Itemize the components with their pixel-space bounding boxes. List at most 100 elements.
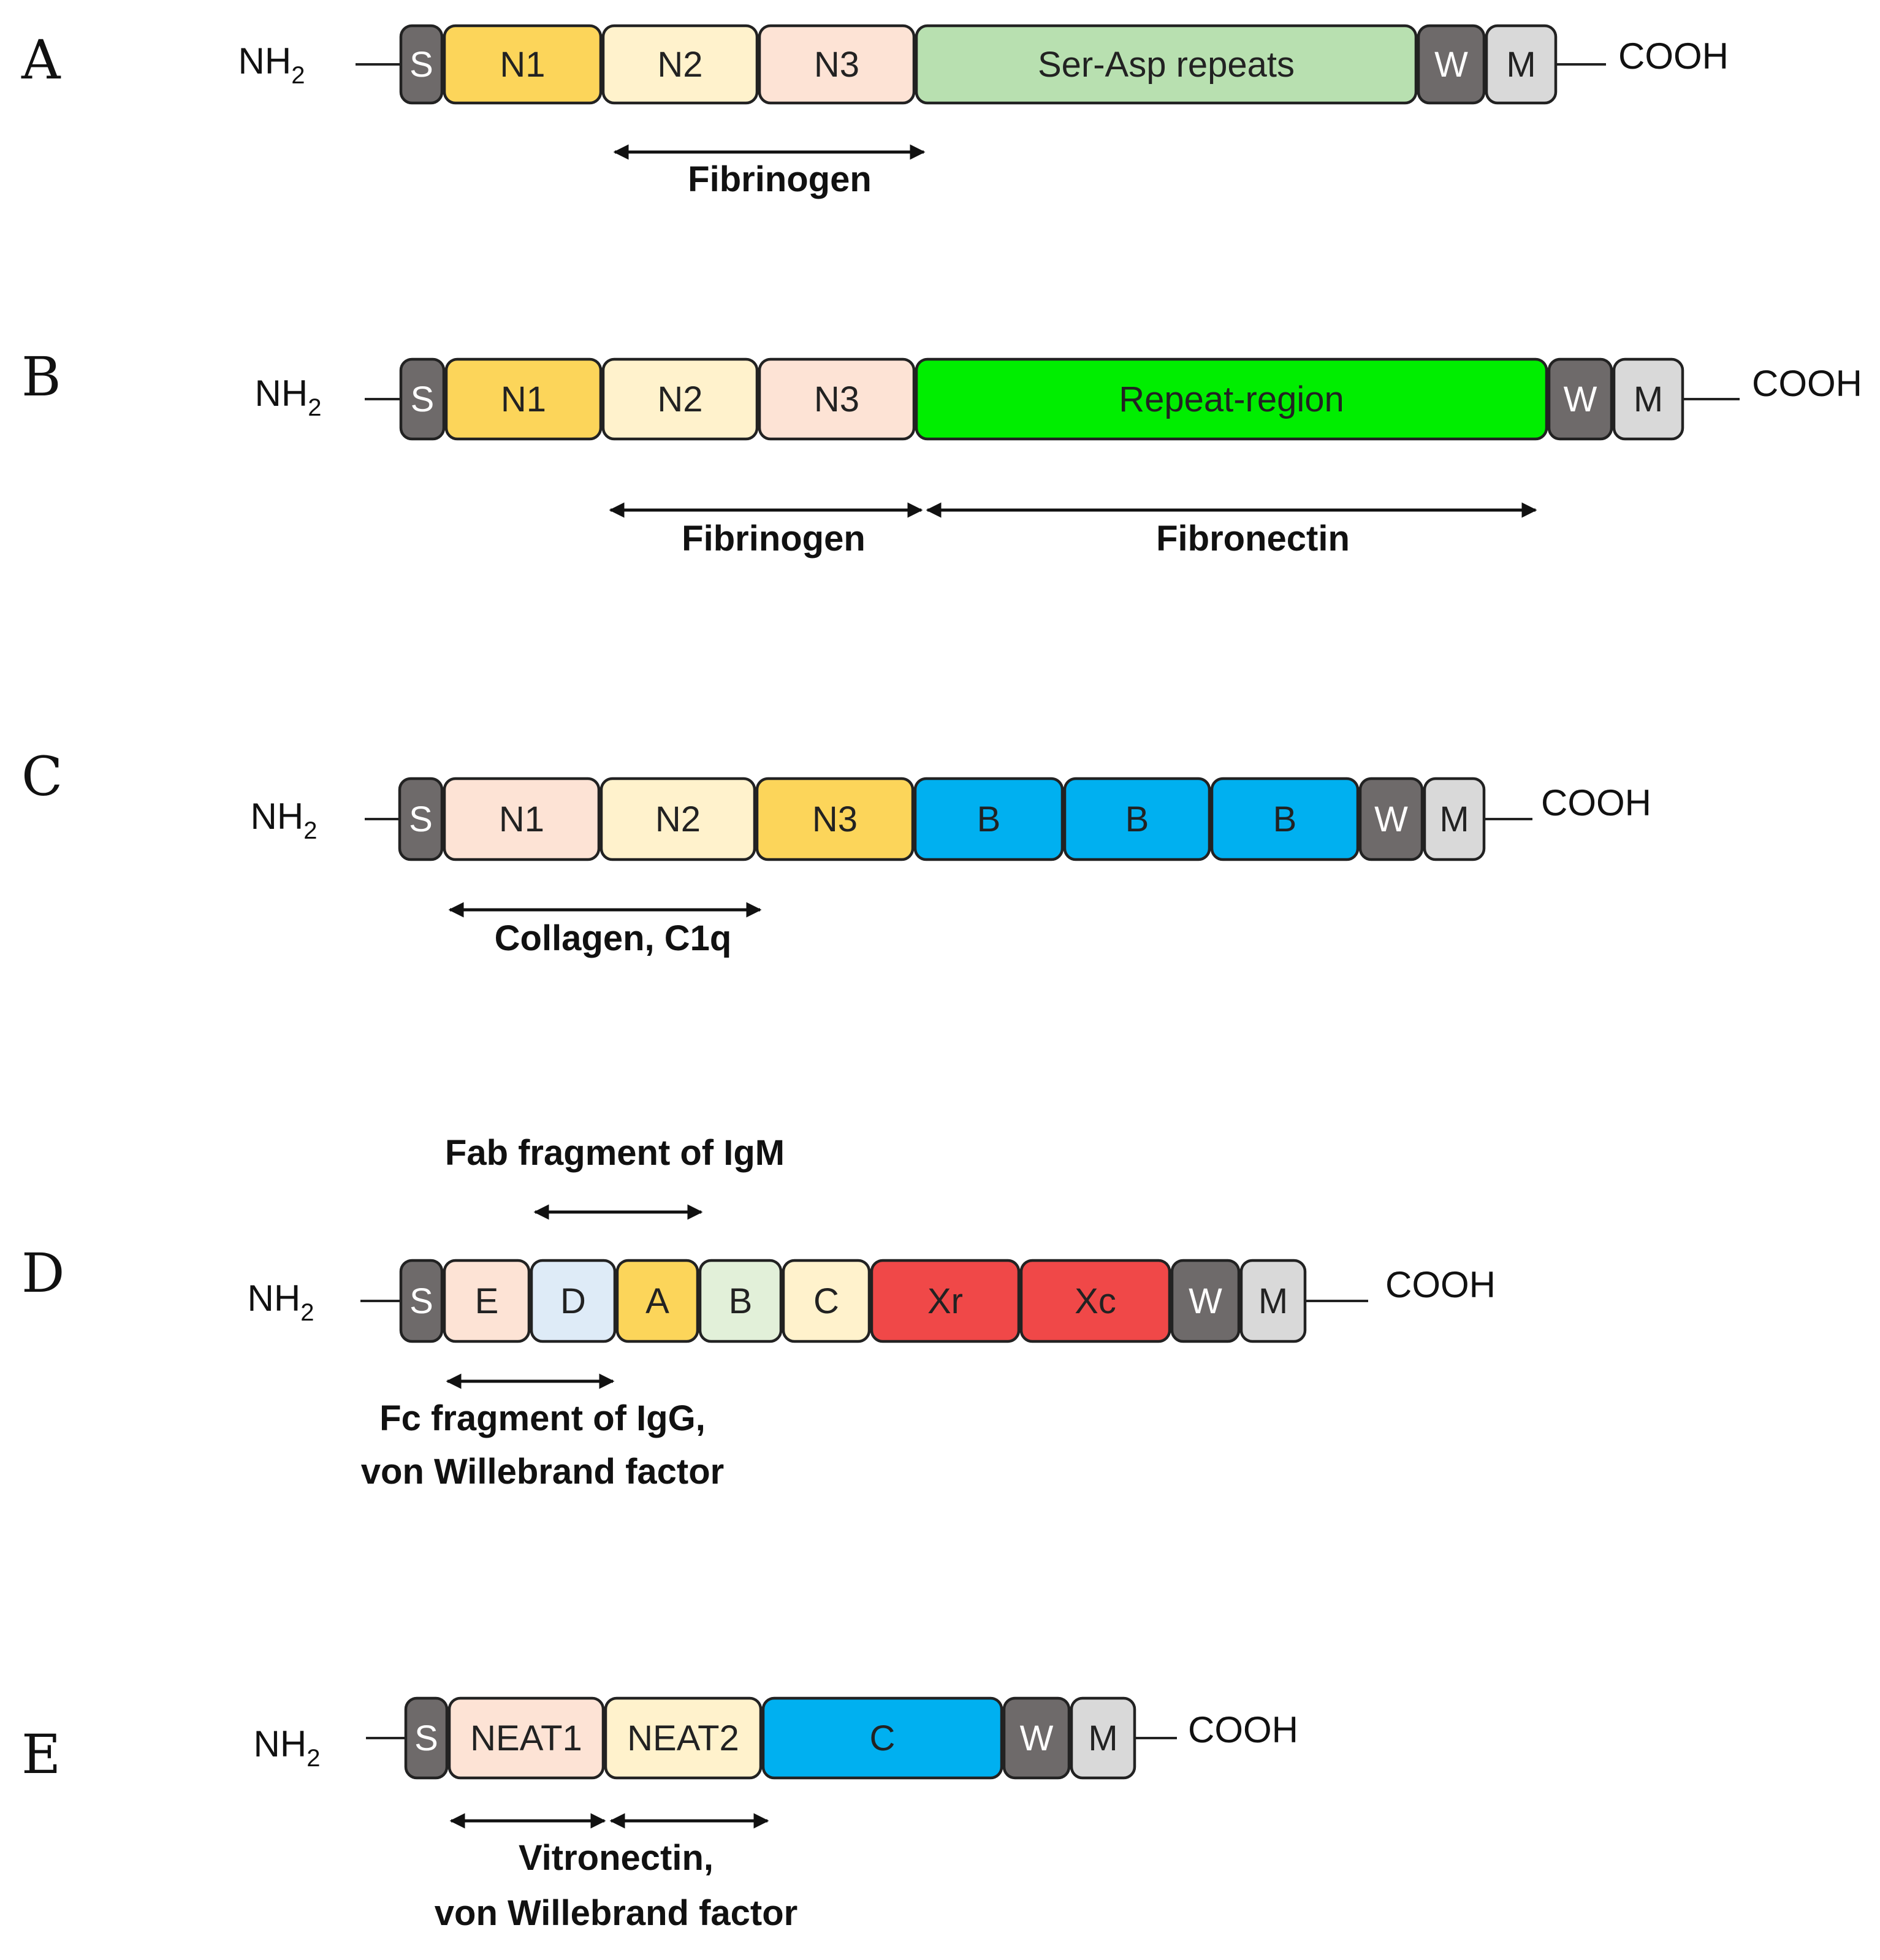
domain-box xyxy=(1210,777,1360,861)
binding-ligand-label-line2: von Willebrand factor xyxy=(435,1893,797,1933)
domain-box xyxy=(755,777,915,861)
domain-a: A xyxy=(615,1259,699,1343)
domain-s: S xyxy=(398,777,444,861)
domain-m: M xyxy=(1485,24,1558,105)
domain-n1: N1 xyxy=(444,357,603,441)
domain-label: W xyxy=(1189,1281,1222,1321)
domain-label: M xyxy=(1258,1281,1288,1321)
domain-box xyxy=(758,24,916,105)
domain-label: N3 xyxy=(812,799,858,839)
domain-n2: N2 xyxy=(601,24,759,105)
domain-m: M xyxy=(1070,1696,1136,1780)
domain-n2: N2 xyxy=(599,777,756,861)
domain-label: N3 xyxy=(814,379,859,419)
domain-box xyxy=(398,777,444,861)
domain-w: W xyxy=(1170,1259,1241,1343)
domain-label: S xyxy=(411,379,435,419)
domain-b: B xyxy=(698,1259,783,1343)
domain-label: W xyxy=(1374,799,1408,839)
domain-box xyxy=(399,1259,444,1343)
domain-box xyxy=(1002,1696,1071,1780)
domain-label: M xyxy=(1634,379,1663,419)
domain-s: S xyxy=(404,1696,449,1780)
binding-ligand-label: Fc fragment of IgG, xyxy=(379,1398,706,1438)
domain-label: NEAT1 xyxy=(470,1718,582,1758)
domain-b: B xyxy=(1210,777,1360,861)
c-terminus-label: COOH xyxy=(1541,782,1651,823)
domain-box xyxy=(447,1696,605,1780)
domain-repeat-region: Repeat-region xyxy=(915,357,1548,441)
binding-ligand-label: Fibronectin xyxy=(1156,519,1350,559)
domain-box xyxy=(604,1696,763,1780)
domain-box xyxy=(1358,777,1424,861)
domain-label: N3 xyxy=(814,45,859,85)
domain-box xyxy=(601,24,759,105)
domain-e: E xyxy=(443,1259,531,1343)
domain-s: S xyxy=(399,357,446,441)
domain-box xyxy=(915,24,1418,105)
domain-label: D xyxy=(560,1281,586,1321)
row-letter: A xyxy=(21,28,61,91)
domain-label: A xyxy=(645,1281,669,1321)
domain-n3: N3 xyxy=(755,777,915,861)
domain-neat2: NEAT2 xyxy=(604,1696,763,1780)
domain-s: S xyxy=(399,1259,444,1343)
domain-label: C xyxy=(870,1718,896,1758)
domain-s: S xyxy=(399,24,444,105)
domain-b: B xyxy=(1063,777,1211,861)
domain-n3: N3 xyxy=(758,24,916,105)
domain-label: Ser-Asp repeats xyxy=(1038,45,1295,85)
domain-label: W xyxy=(1020,1718,1054,1758)
n-terminus-label: NH2 xyxy=(238,40,305,89)
domain-box xyxy=(758,357,916,441)
domain-m: M xyxy=(1612,357,1684,441)
domain-label: N1 xyxy=(499,799,544,839)
domain-box xyxy=(599,777,756,861)
binding-ligand-label: Collagen, C1q xyxy=(495,918,732,958)
domain-label: S xyxy=(409,799,433,839)
domain-label: S xyxy=(409,1281,433,1321)
domain-label: N1 xyxy=(501,379,546,419)
domain-n1: N1 xyxy=(443,24,603,105)
domain-box xyxy=(615,1259,699,1343)
domain-label: W xyxy=(1434,45,1468,85)
domain-box xyxy=(1170,1259,1241,1343)
domain-b: B xyxy=(913,777,1064,861)
binding-ligand-label-line2: von Willebrand factor xyxy=(361,1452,724,1492)
binding-ligand-label: Vitronectin, xyxy=(519,1838,714,1878)
domain-w: W xyxy=(1358,777,1424,861)
domain-label: N2 xyxy=(657,379,702,419)
domain-label: Repeat-region xyxy=(1119,379,1344,419)
domain-label: B xyxy=(977,799,1001,839)
domain-box xyxy=(530,1259,617,1343)
binding-ligand-label: Fab fragment of IgM xyxy=(445,1133,785,1173)
domain-label: B xyxy=(1125,799,1149,839)
domain-label: B xyxy=(729,1281,753,1321)
domain-box xyxy=(443,777,601,861)
domain-n1: N1 xyxy=(443,777,601,861)
domain-box xyxy=(443,1259,531,1343)
row-letter: C xyxy=(21,745,63,808)
domain-box xyxy=(1485,24,1558,105)
domain-box xyxy=(1417,24,1486,105)
c-terminus-label: COOH xyxy=(1618,36,1729,77)
domain-box xyxy=(1239,1259,1307,1343)
domain-label: M xyxy=(1506,45,1536,85)
domain-label: S xyxy=(409,45,433,85)
n-terminus-label: NH2 xyxy=(251,796,318,844)
binding-ligand-label: Fibrinogen xyxy=(682,519,866,559)
domain-label: B xyxy=(1273,799,1297,839)
domain-m: M xyxy=(1239,1259,1307,1343)
domain-w: W xyxy=(1002,1696,1071,1780)
domain-box xyxy=(870,1259,1021,1343)
domain-box xyxy=(1070,1696,1136,1780)
domain-c: C xyxy=(761,1696,1003,1780)
domain-box xyxy=(1612,357,1684,441)
domain-box xyxy=(1063,777,1211,861)
domain-m: M xyxy=(1423,777,1486,861)
